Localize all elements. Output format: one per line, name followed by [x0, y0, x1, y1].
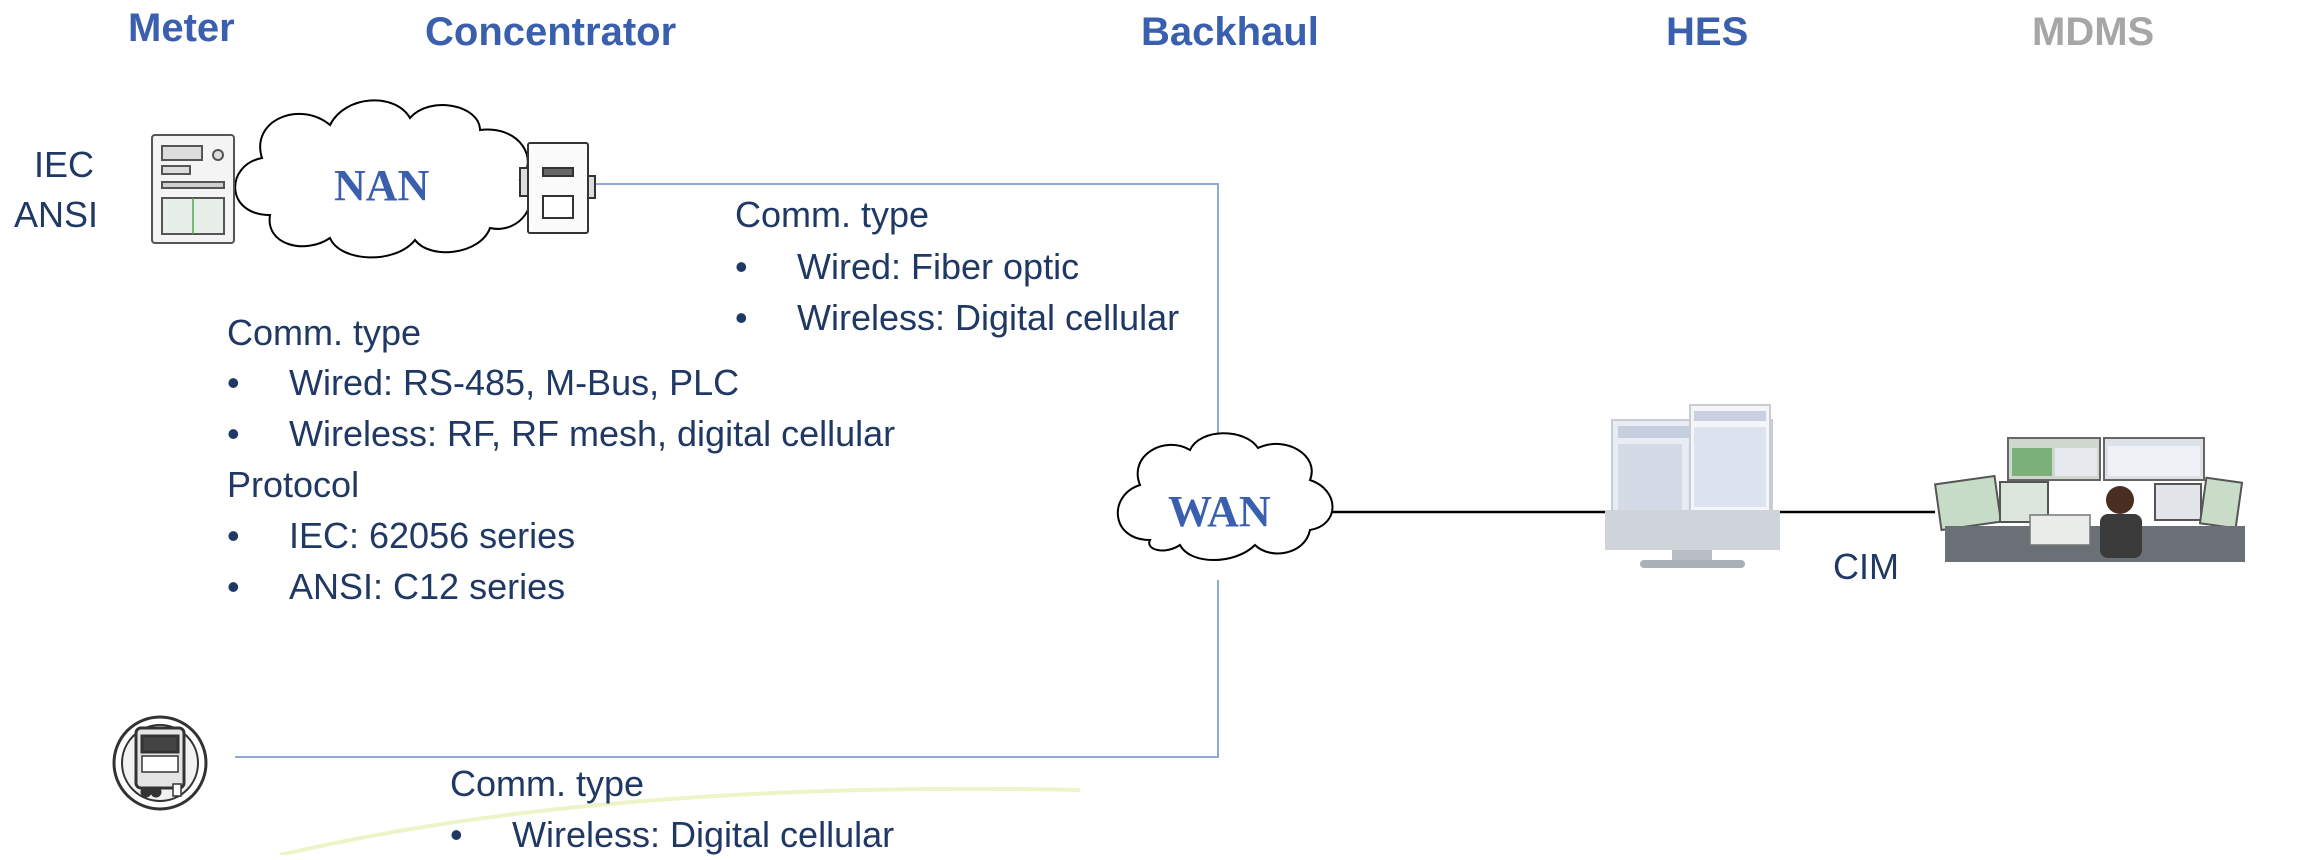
meter-device-icon	[151, 134, 235, 244]
standard-ansi: ANSI	[14, 194, 99, 235]
meter-to-wan-line	[235, 580, 1219, 758]
meter-header: Meter	[128, 6, 235, 50]
backhaul-comm-list: Wired: Fiber optic Wireless: Digital cel…	[735, 241, 1179, 343]
backhaul-header: Backhaul	[1141, 10, 1319, 54]
direct-comm-title: Comm. type	[450, 763, 645, 804]
concentrator-to-wan-line	[595, 183, 1219, 435]
direct-comm-item: Wireless: Digital cellular	[450, 809, 894, 860]
standard-iec: IEC	[34, 144, 95, 185]
nan-protocol-item: ANSI: C12 series	[227, 561, 575, 612]
concentrator-header: Concentrator	[425, 10, 677, 54]
backhaul-comm-item: Wireless: Digital cellular	[735, 292, 1179, 343]
nan-cloud-label: NAN	[334, 161, 430, 210]
mdms-header: MDMS	[2032, 10, 2155, 54]
hes-workstation-icon	[1605, 404, 1780, 568]
backhaul-comm-item: Wired: Fiber optic	[735, 241, 1179, 292]
hes-header: HES	[1666, 10, 1749, 54]
backhaul-comm-title: Comm. type	[735, 194, 930, 235]
nan-comm-list: Wired: RS-485, M-Bus, PLC Wireless: RF, …	[227, 357, 895, 459]
nan-cloud	[234, 99, 532, 259]
decorative-arc	[279, 786, 1081, 855]
nan-protocol-list: IEC: 62056 series ANSI: C12 series	[227, 510, 575, 612]
direct-comm-list: Wireless: Digital cellular	[450, 809, 894, 860]
concentrator-device-icon	[519, 142, 596, 234]
cim-label: CIM	[1833, 546, 1899, 587]
nan-comm-title: Comm. type	[227, 312, 422, 353]
smart-meter-device-icon	[112, 715, 208, 811]
wan-cloud-label: WAN	[1168, 487, 1271, 536]
nan-comm-item: Wired: RS-485, M-Bus, PLC	[227, 357, 895, 408]
nan-protocol-title: Protocol	[227, 464, 360, 505]
nan-protocol-item: IEC: 62056 series	[227, 510, 575, 561]
nan-comm-item: Wireless: RF, RF mesh, digital cellular	[227, 408, 895, 459]
mdms-control-room-icon	[1933, 437, 2245, 562]
wan-cloud	[1116, 432, 1334, 561]
